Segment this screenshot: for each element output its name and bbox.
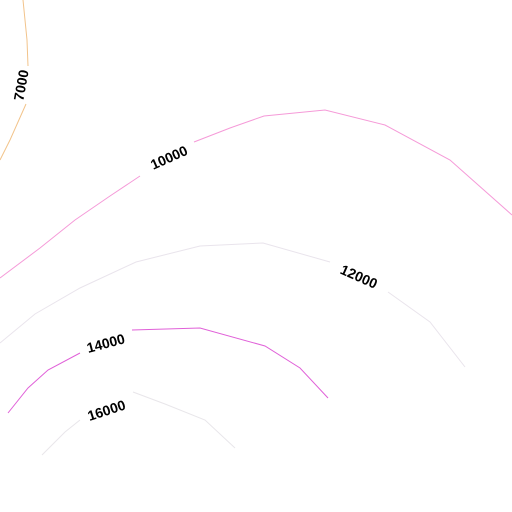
contour-line-14000	[7, 327, 329, 414]
contour-line-12000	[0, 242, 466, 368]
contour-line-16000	[41, 391, 236, 456]
contour-line-10000	[0, 109, 512, 279]
contour-line-7000	[0, 0, 29, 161]
